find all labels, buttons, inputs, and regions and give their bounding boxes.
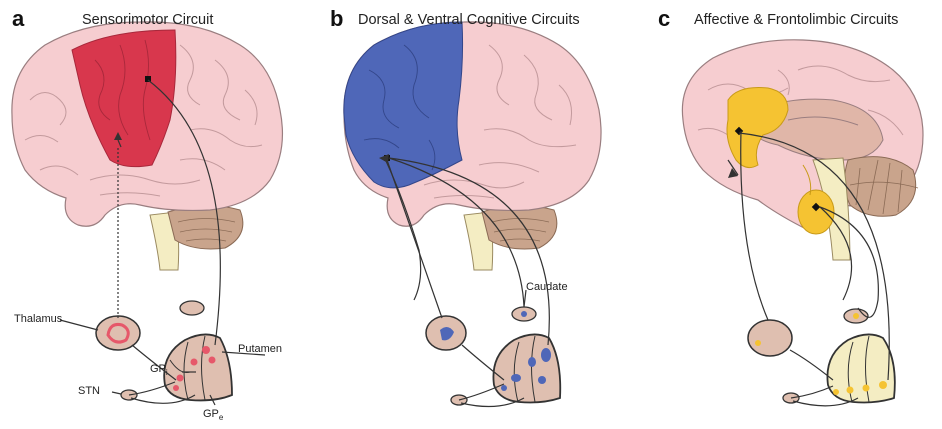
- gpi-label-sub: i: [166, 368, 168, 377]
- putamen-shape: [164, 334, 232, 400]
- panel-cognitive: b Dorsal & Ventral Cognitive Circuits Ca…: [314, 0, 628, 429]
- gpi-label-main: GP: [150, 363, 166, 375]
- panel-title: Dorsal & Ventral Cognitive Circuits: [358, 12, 580, 28]
- cerebellum: [482, 205, 557, 249]
- panel-letter: c: [658, 6, 670, 32]
- putamen-shape: [493, 334, 560, 402]
- thalamus-shape: [96, 316, 140, 350]
- gpe-label: GPe: [203, 408, 223, 422]
- panel-title: Affective & Frontolimbic Circuits: [694, 12, 898, 28]
- affective-diagram: [628, 0, 942, 429]
- stn-label: STN: [78, 385, 100, 397]
- caudate-shape: [180, 301, 204, 315]
- amygdala-region: [798, 190, 834, 234]
- panel-title: Sensorimotor Circuit: [82, 12, 213, 28]
- thalamus-shape: [748, 320, 792, 356]
- gpe-label-sub: e: [219, 413, 223, 422]
- panel-affective: c Affective & Frontolimbic Circuits: [628, 0, 942, 429]
- cognitive-diagram: [314, 0, 628, 429]
- putamen-label: Putamen: [238, 343, 282, 355]
- panel-letter: b: [330, 6, 343, 32]
- panel-sensorimotor: a Sensorimotor Circuit Thalamus Putamen …: [0, 0, 314, 429]
- panel-letter: a: [12, 6, 24, 32]
- gpe-label-main: GP: [203, 408, 219, 420]
- cerebellum: [844, 157, 915, 217]
- gpi-label: GPi: [150, 363, 168, 377]
- caudate-label: Caudate: [526, 281, 568, 293]
- cerebellum: [168, 205, 243, 249]
- thalamus-label: Thalamus: [14, 313, 62, 325]
